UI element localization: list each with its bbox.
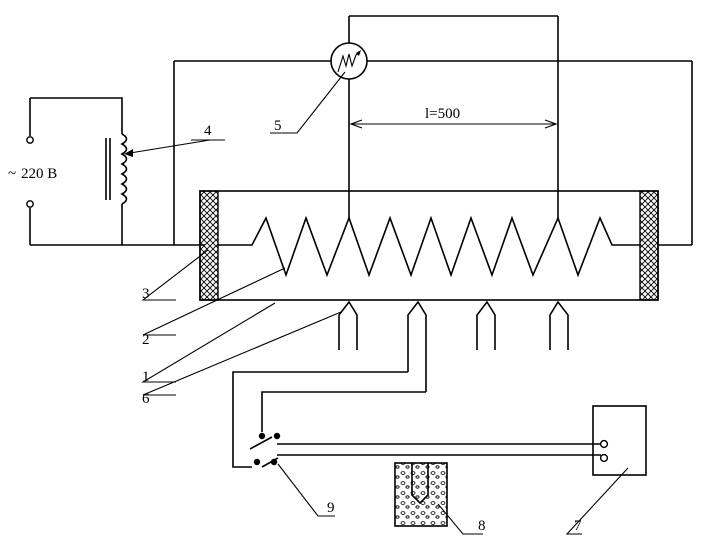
leader-lines xyxy=(141,71,629,535)
cold-junction-vessel xyxy=(394,462,448,527)
thermocouples xyxy=(338,300,569,392)
measuring-instrument xyxy=(592,405,647,476)
label-3: 3 xyxy=(142,286,150,302)
label-1: 1 xyxy=(142,369,150,385)
supply-voltage-label: 220 В xyxy=(21,166,57,182)
label-6: 6 xyxy=(142,391,150,407)
label-4: 4 xyxy=(204,123,212,139)
supply-symbol: ~ xyxy=(8,166,16,182)
label-9: 9 xyxy=(327,500,335,516)
switch xyxy=(249,432,601,468)
length-label: l=500 xyxy=(425,106,460,122)
thermocouple-wiring xyxy=(232,371,426,468)
label-2: 2 xyxy=(142,332,150,348)
supply-terminals xyxy=(26,97,205,246)
length-dimension xyxy=(349,119,558,129)
autotransformer xyxy=(105,133,211,245)
galvanometer xyxy=(173,15,693,246)
label-8: 8 xyxy=(478,518,486,534)
label-5: 5 xyxy=(274,118,282,134)
label-7: 7 xyxy=(574,518,582,534)
heating-coil xyxy=(218,215,640,278)
